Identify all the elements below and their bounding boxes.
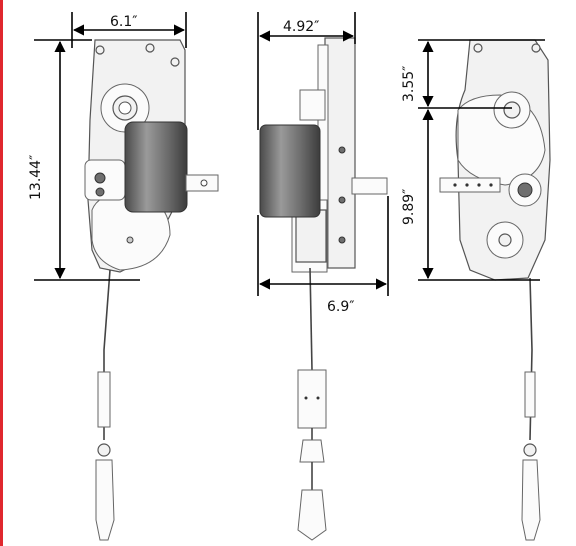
dim-front-width: 6.1″	[110, 14, 138, 30]
front-view	[84, 39, 219, 541]
side-motor	[259, 124, 321, 218]
dimension-lines	[34, 12, 545, 296]
dim-side-width-bottom: 6.9″	[327, 299, 355, 315]
accent-bar	[0, 0, 3, 546]
dim-front-height: 13.44″	[28, 155, 44, 200]
dim-rear-upper: 3.55″	[401, 66, 417, 102]
rear-view	[439, 39, 551, 541]
side-view	[259, 37, 388, 541]
dim-side-width-top: 4.92″	[283, 19, 319, 35]
dim-rear-lower: 9.89″	[401, 189, 417, 225]
front-motor	[124, 121, 188, 213]
